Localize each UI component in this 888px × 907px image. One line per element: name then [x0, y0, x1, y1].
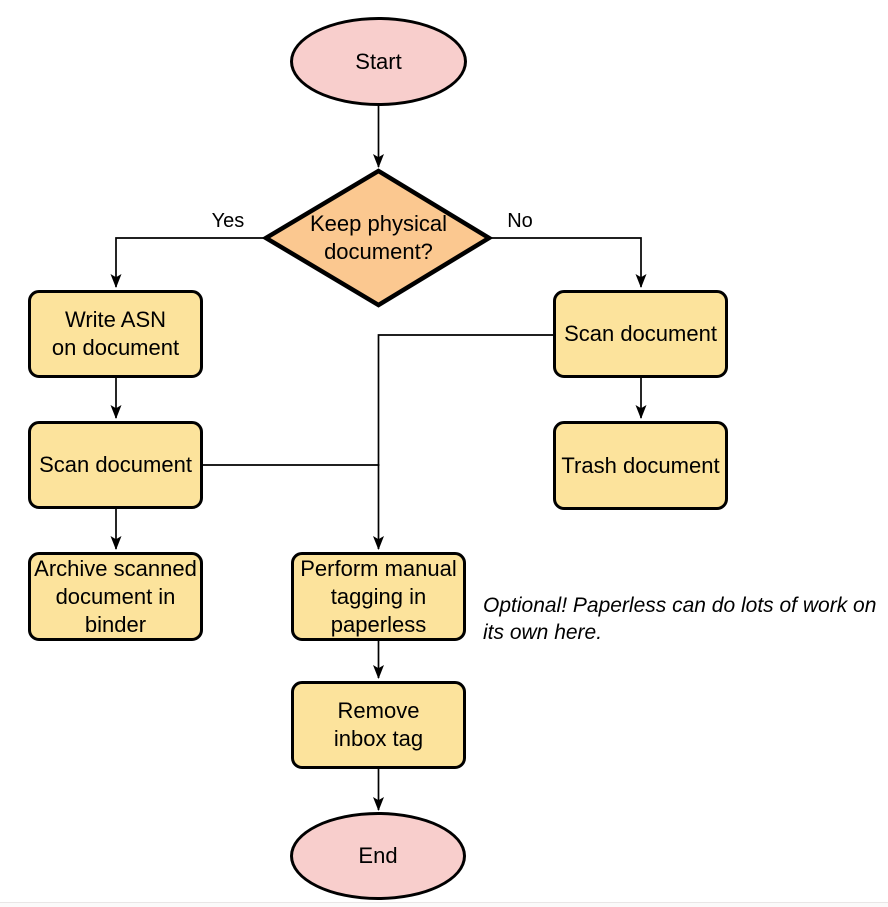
edge-decision-no-to-scan-right [489, 237, 647, 288]
node-scan-document-right: Scan document [553, 290, 728, 378]
edge-label-yes: Yes [211, 210, 245, 232]
node-start: Start [290, 17, 467, 106]
node-end: End [290, 812, 466, 900]
node-remove-inbox-tag: Remove inbox tag [291, 681, 466, 769]
edge-decision-yes-to-write-asn [110, 237, 266, 288]
node-write-asn: Write ASN on document [28, 290, 203, 378]
decision-diamond-shape [261, 168, 494, 308]
node-trash-document: Trash document [553, 421, 728, 510]
node-scan-document-left: Scan document [28, 421, 203, 509]
edge-label-no: No [507, 210, 533, 232]
bottom-divider [0, 902, 888, 903]
node-decision-label: Keep physical document? [310, 211, 447, 264]
edge-scan-right-to-perform-tagging [373, 334, 553, 550]
node-archive-scanned: Archive scanned document in binder [28, 552, 203, 641]
bottom-strip [0, 903, 888, 907]
node-perform-tagging: Perform manual tagging in paperless [291, 552, 466, 641]
optional-note: Optional! Paperless can do lots of work … [483, 594, 877, 644]
